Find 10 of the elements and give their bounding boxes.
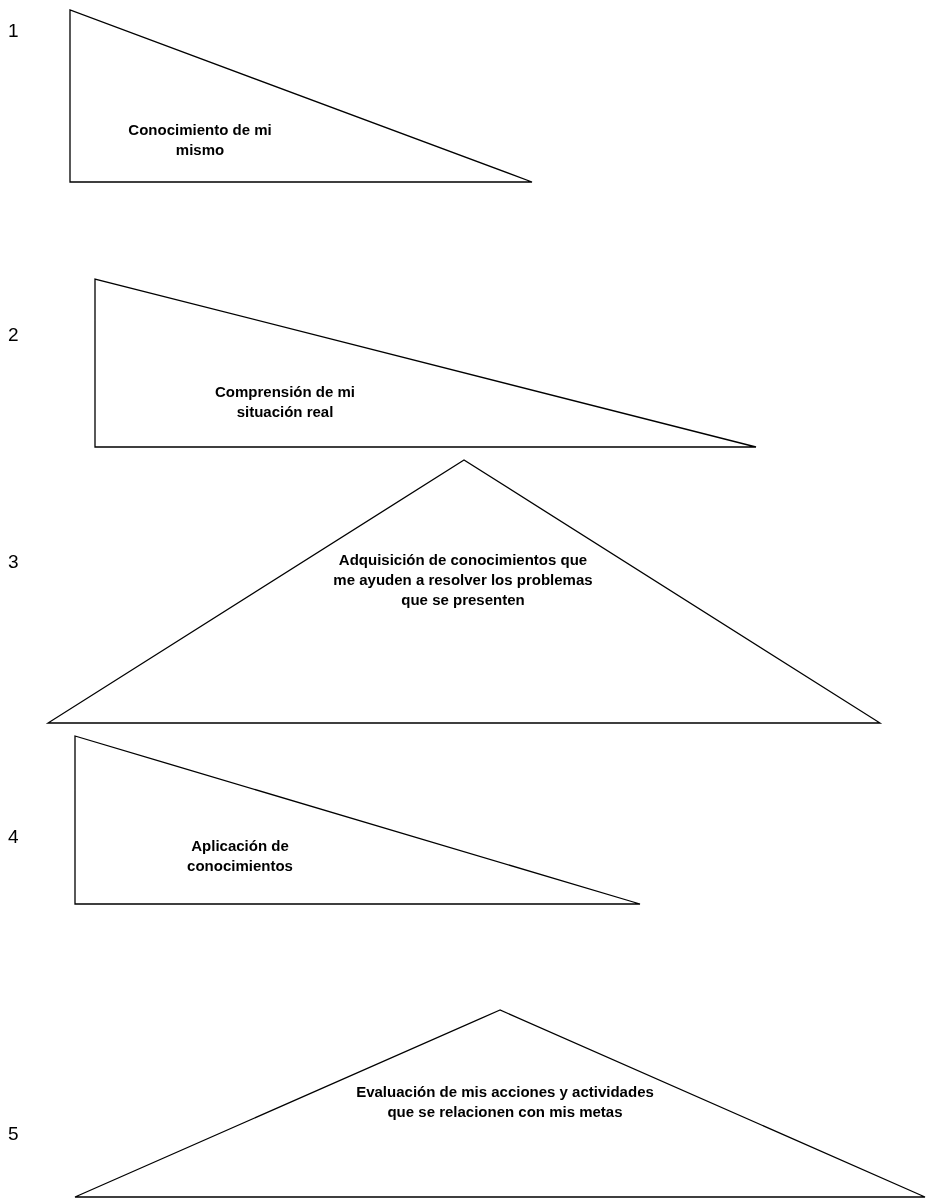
step-text: Evaluación de mis acciones y actividades que se relacionen con mis metas — [355, 1082, 655, 1122]
step-text: Comprensión de mi situación real — [214, 382, 356, 422]
step-number: 2 — [8, 324, 19, 346]
step-text: Aplicación de conocimientos — [186, 836, 294, 876]
step-text: Conocimiento de mi mismo — [127, 120, 273, 160]
step-number: 5 — [8, 1123, 19, 1145]
step-number: 3 — [8, 551, 19, 573]
step-number: 1 — [8, 20, 19, 42]
step-text: Adquisición de conocimientos que me ayuden a resolver los problemas que se presenten — [332, 550, 594, 610]
step-number: 4 — [8, 826, 19, 848]
